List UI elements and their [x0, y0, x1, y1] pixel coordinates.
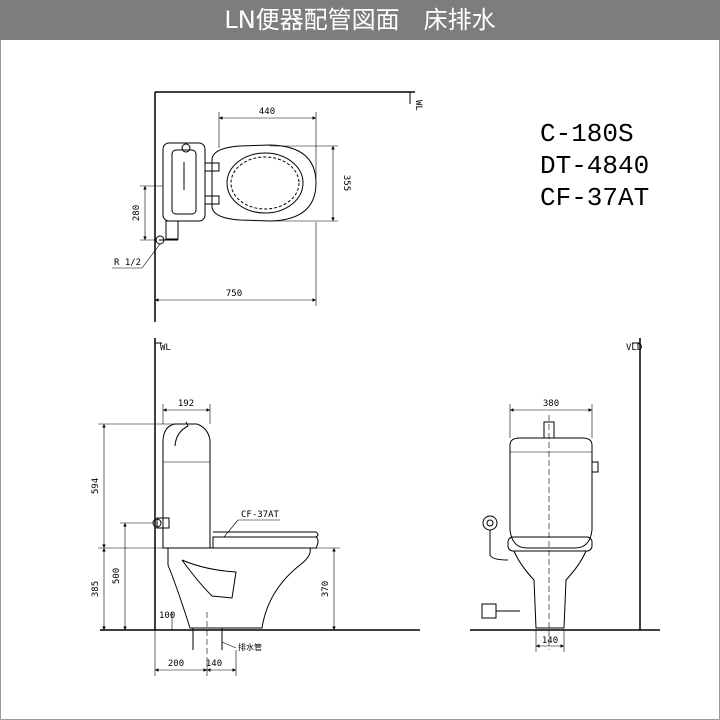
front-supply-pipe	[489, 530, 509, 561]
model-tank: DT-4840	[540, 151, 650, 181]
front-supply-fitting-inner	[486, 519, 494, 527]
side-labels: 192 594 500 385 370 100 200 140 CF-37AT …	[91, 343, 331, 669]
dim-750: 750	[226, 289, 242, 299]
dim-380: 380	[543, 399, 559, 409]
model-seat: CF-37AT	[540, 183, 650, 213]
plan-seat-opening	[226, 152, 304, 214]
front-labels: 380 140 VLD	[542, 343, 642, 646]
page-title: LN便器配管図面 床排水	[224, 6, 496, 34]
plan-wl-label: WL	[413, 100, 423, 111]
drain-leader	[221, 641, 237, 649]
dim-140-front: 140	[542, 636, 558, 646]
plan-tank-lid	[171, 149, 197, 215]
front-tank	[509, 437, 593, 549]
side-tank	[162, 423, 211, 549]
dim-280: 280	[132, 205, 142, 221]
plan-bowl-inner	[230, 156, 300, 210]
dim-500: 500	[112, 568, 122, 584]
front-bowl	[513, 550, 587, 629]
front-drain-valve	[481, 603, 497, 619]
dim-370: 370	[321, 581, 331, 597]
r12-leader	[141, 243, 161, 269]
front-seat	[507, 536, 593, 552]
front-view	[470, 338, 660, 652]
front-wl-label: VLD	[626, 343, 642, 353]
plan-view	[112, 91, 415, 322]
dim-192: 192	[178, 399, 194, 409]
title-bar: LN便器配管図面 床排水	[0, 0, 720, 40]
seat-leader	[223, 519, 239, 538]
plan-tank	[162, 142, 206, 222]
front-supply-fitting	[482, 515, 498, 531]
front-tank-lever	[591, 461, 599, 473]
dim-140-side: 140	[206, 659, 222, 669]
dim-440: 440	[259, 107, 275, 117]
pipe-label: R 1/2	[114, 258, 141, 268]
plan-seat-outer	[211, 144, 317, 222]
side-seat	[212, 536, 319, 549]
side-trap	[181, 559, 237, 599]
plan-tank-handle	[181, 143, 191, 153]
piping-drawing: 440 355 280 750 R 1/2 WL	[91, 91, 660, 676]
dim-100: 100	[159, 611, 175, 621]
dim-200: 200	[168, 659, 184, 669]
side-wl-label: WL	[160, 343, 171, 353]
dim-385: 385	[91, 581, 101, 597]
drain-label: 排水管	[238, 642, 262, 652]
side-lid	[213, 531, 319, 538]
side-view	[98, 338, 420, 676]
seat-label: CF-37AT	[241, 510, 280, 520]
side-tank-spout	[174, 421, 189, 447]
model-list: C-180S DT-4840 CF-37AT	[540, 118, 649, 214]
model-toilet: C-180S	[540, 119, 634, 149]
plan-labels: 440 355 280 750 R 1/2 WL	[114, 100, 423, 299]
dim-355: 355	[341, 175, 351, 191]
side-supply-valve	[156, 517, 170, 529]
dim-594: 594	[91, 478, 101, 494]
plan-supply-valve	[165, 220, 179, 240]
side-bowl	[167, 547, 311, 629]
